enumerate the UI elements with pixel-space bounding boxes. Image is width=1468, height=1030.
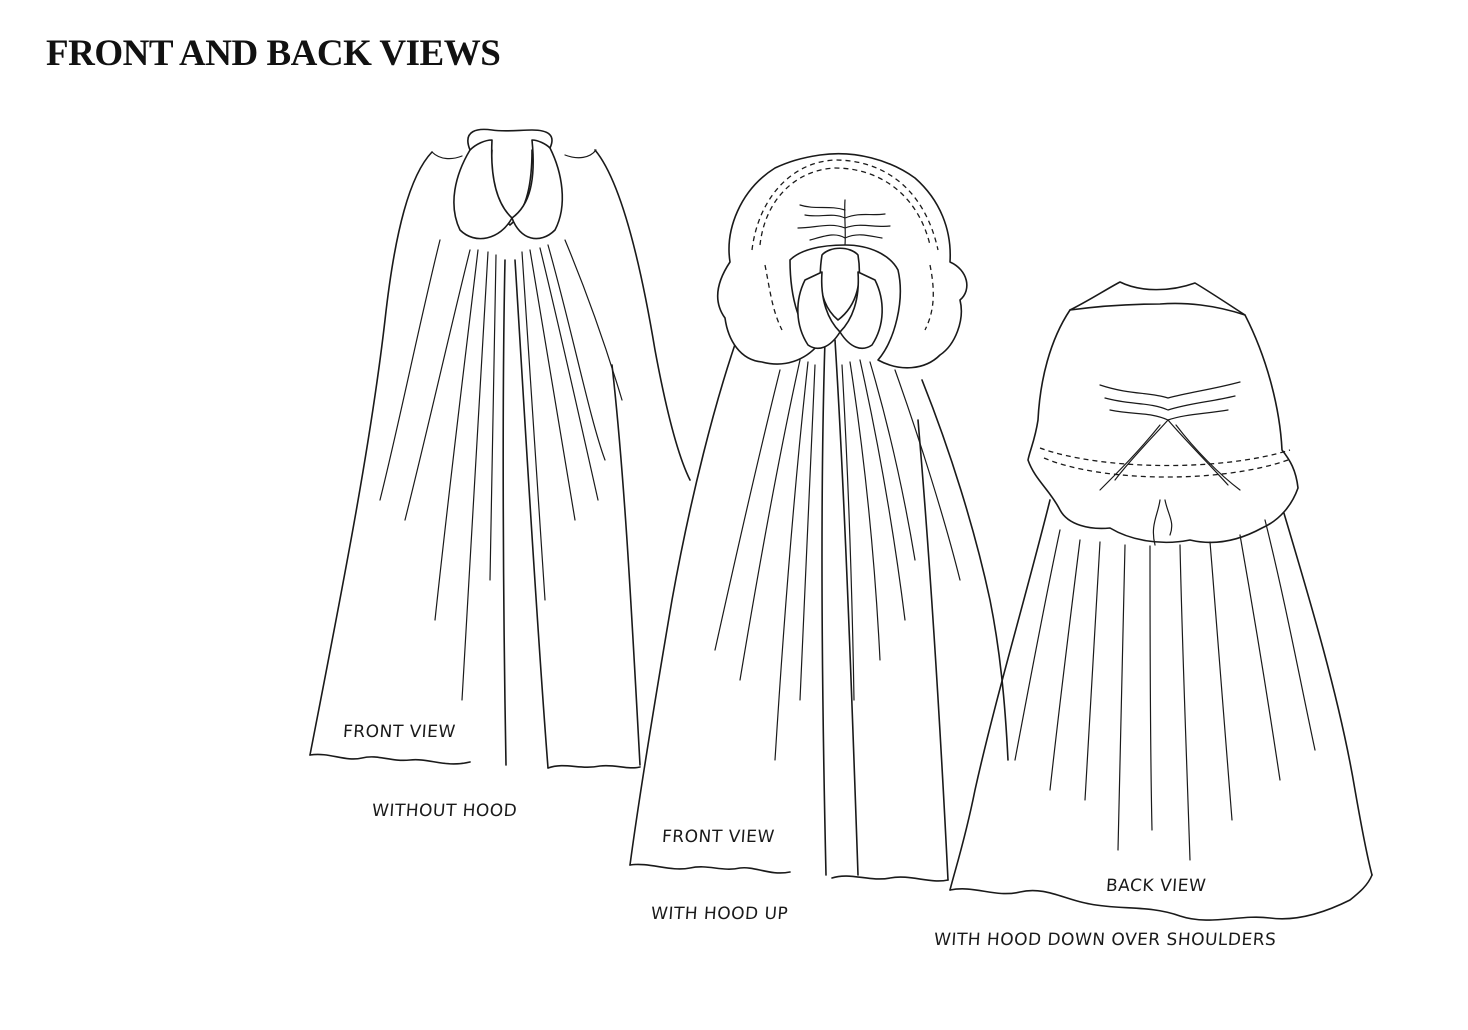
cloak-with-hood-up-drawing: [629, 152, 1009, 882]
figure-1-view-label: FRONT VIEW: [342, 722, 457, 742]
page-title: FRONT AND BACK VIEWS: [46, 33, 501, 74]
figure-2-caption: WITH HOOD UP: [650, 904, 789, 924]
figure-2-view-label: FRONT VIEW: [661, 827, 776, 847]
figure-3-caption: WITH HOOD DOWN OVER SHOULDERS: [933, 930, 1278, 950]
cloak-back-view-drawing: [949, 281, 1373, 921]
figure-3-view-label: BACK VIEW: [1105, 876, 1207, 896]
figure-1-caption: WITHOUT HOOD: [371, 801, 518, 821]
cloak-without-hood-drawing: [309, 128, 691, 769]
